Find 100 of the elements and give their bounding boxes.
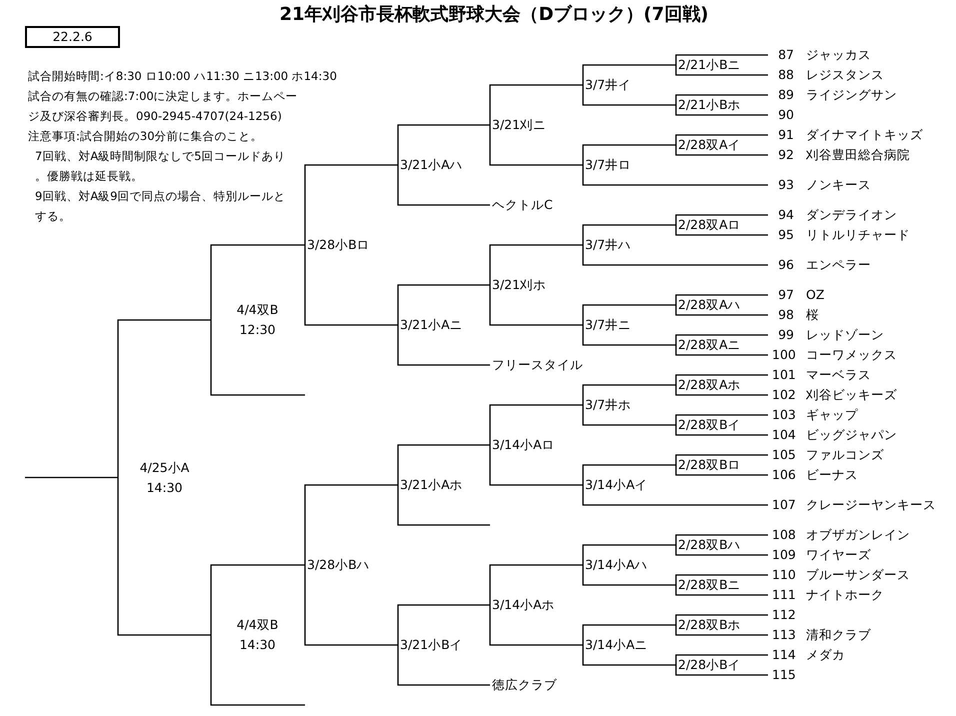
match-label: 2/28双Aニ bbox=[676, 336, 743, 354]
team-name: オブザガンレイン bbox=[806, 526, 910, 544]
bracket-line bbox=[489, 84, 583, 125]
team-number: 96 bbox=[777, 256, 794, 274]
match-label: 3/28小Bハ bbox=[305, 556, 372, 574]
bracket-line bbox=[489, 564, 583, 605]
team-number: 101 bbox=[772, 366, 794, 384]
bracket-line bbox=[304, 164, 398, 245]
bracket-line bbox=[675, 374, 768, 385]
match-label: 3/14小Aハ bbox=[583, 556, 650, 574]
bracket-line bbox=[117, 319, 211, 478]
bracket-line bbox=[675, 385, 768, 396]
match-label: 3/21刈ニ bbox=[490, 116, 548, 134]
bracket-line bbox=[489, 605, 583, 646]
team-name: 刈谷豊田総合病院 bbox=[806, 146, 910, 164]
team-number: 102 bbox=[772, 386, 794, 404]
bracket-line bbox=[675, 614, 768, 625]
team-name: ワイヤーズ bbox=[806, 546, 871, 564]
bracket-line bbox=[675, 65, 768, 76]
bracket-line bbox=[582, 144, 676, 165]
bracket-line bbox=[489, 404, 583, 445]
bracket-line bbox=[675, 654, 768, 665]
bracket-line bbox=[582, 325, 676, 346]
team-name: ブルーサンダース bbox=[806, 566, 910, 584]
team-number: 105 bbox=[772, 446, 794, 464]
team-number: 95 bbox=[777, 226, 794, 244]
team-number: 103 bbox=[772, 406, 794, 424]
match-label: 3/7井ロ bbox=[583, 156, 634, 174]
bracket-line bbox=[582, 64, 676, 85]
bracket-line bbox=[582, 245, 768, 266]
team-name: レジスタンス bbox=[806, 66, 884, 84]
bracket-line bbox=[397, 165, 490, 206]
match-label: 2/28双Bハ bbox=[676, 536, 743, 554]
bracket-line bbox=[675, 665, 768, 676]
bracket-line bbox=[675, 54, 768, 65]
team-number: 104 bbox=[772, 426, 794, 444]
team-name: ヘクトルC bbox=[490, 196, 553, 214]
bracket-line bbox=[675, 94, 768, 105]
bracket-line bbox=[489, 125, 583, 166]
bracket-line bbox=[582, 544, 676, 565]
team-name: ノンキース bbox=[806, 176, 871, 194]
team-name: クレージーヤンキース bbox=[806, 496, 936, 514]
team-number: 115 bbox=[772, 666, 794, 684]
title: 21年刈谷市長杯軟式野球大会（Dブロック）(7回戦) bbox=[278, 3, 710, 26]
bracket-line bbox=[675, 414, 768, 425]
bracket-line bbox=[675, 425, 768, 436]
bracket-line bbox=[675, 225, 768, 236]
match-label: 2/28双Bロ bbox=[676, 456, 743, 474]
bracket-line bbox=[489, 445, 583, 486]
team-name: リトルリチャード bbox=[806, 226, 910, 244]
match-label: 3/14小Aニ bbox=[583, 636, 650, 654]
team-name: マーベラス bbox=[806, 366, 871, 384]
note-text: 注意事項:試合開始の30分前に集合のこと。 bbox=[28, 128, 264, 145]
team-name: メダカ bbox=[806, 646, 845, 664]
team-number: 94 bbox=[777, 206, 794, 224]
bracket-line bbox=[675, 134, 768, 145]
bracket-line bbox=[675, 465, 768, 476]
match-label: 3/7井イ bbox=[583, 76, 634, 94]
bracket-line bbox=[304, 245, 398, 326]
team-number: 111 bbox=[772, 586, 794, 604]
bracket-line bbox=[675, 545, 768, 556]
bracket-line bbox=[582, 165, 768, 186]
team-number: 98 bbox=[777, 306, 794, 324]
match-label: 4/25小A 14:30 bbox=[118, 458, 211, 498]
bracket-line bbox=[397, 284, 490, 325]
bracket-line bbox=[675, 105, 768, 116]
bracket-line bbox=[675, 585, 768, 596]
bracket-line bbox=[304, 484, 398, 565]
bracket-line bbox=[675, 625, 768, 636]
date-box: 22.2.6 bbox=[25, 26, 120, 48]
note-text: 7回戦、対A級時間制限なしで5回コールドあり。優勝戦は延長戦。 bbox=[35, 148, 287, 185]
team-name: OZ bbox=[806, 286, 824, 304]
bracket-line bbox=[582, 485, 768, 506]
team-name: ダンデライオン bbox=[806, 206, 897, 224]
match-label: 2/28双Bホ bbox=[676, 616, 743, 634]
match-label: 2/28双Bイ bbox=[676, 416, 743, 434]
team-number: 112 bbox=[772, 606, 794, 624]
match-label: 3/14小Aロ bbox=[490, 436, 557, 454]
note-text: 9回戦、対A級9回で同点の場合、特別ルールとする。 bbox=[35, 188, 287, 225]
bracket-line bbox=[304, 565, 398, 646]
team-name: ギャップ bbox=[806, 406, 858, 424]
team-number: 113 bbox=[772, 626, 794, 644]
match-label: 2/21小Bニ bbox=[676, 56, 743, 74]
match-label: 2/28双Aハ bbox=[676, 296, 743, 314]
bracket-line bbox=[582, 645, 676, 666]
match-label: 2/21小Bホ bbox=[676, 96, 743, 114]
team-number: 91 bbox=[777, 126, 794, 144]
team-number: 99 bbox=[777, 326, 794, 344]
team-name: 桜 bbox=[806, 306, 819, 324]
team-number: 108 bbox=[772, 526, 794, 544]
bracket-line bbox=[397, 604, 490, 645]
bracket-line bbox=[582, 624, 676, 645]
match-label: 2/28双Aホ bbox=[676, 376, 743, 394]
bracket-line bbox=[675, 305, 768, 316]
bracket-line bbox=[117, 478, 211, 636]
match-label: 3/7井ホ bbox=[583, 396, 634, 414]
team-name: ナイトホーク bbox=[806, 586, 884, 604]
match-label: 2/28双Aイ bbox=[676, 136, 743, 154]
match-label: 4/4双B 12:30 bbox=[211, 300, 304, 340]
bracket-line bbox=[675, 534, 768, 545]
